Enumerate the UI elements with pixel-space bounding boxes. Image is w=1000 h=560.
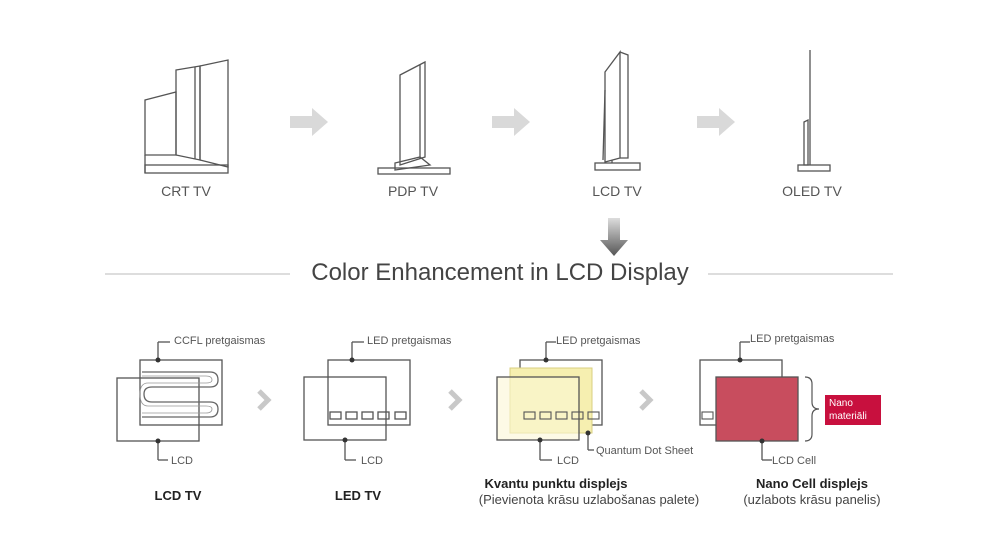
arrow-icon [290, 108, 735, 136]
panel-4-backlight-label: LED pretgaismas [750, 333, 835, 345]
nano-materials-badge: Nano materiāli [825, 395, 881, 425]
down-arrow-icon [600, 218, 628, 256]
brace-icon [804, 376, 820, 442]
panel-2-cell-label: LCD [361, 455, 384, 467]
panel-4-cell-label: LCD Cell [772, 455, 817, 467]
tv-label-lcd: LCD TV [592, 183, 642, 199]
panel-2-title: LED TV [334, 488, 382, 503]
panel-3-cell-label: LCD [557, 455, 580, 467]
panel-3-subtitle: (Pievienota krāsu uzlabošanas palete) [478, 492, 700, 507]
panel-3-title: Kvantu punktu displejs [484, 476, 628, 491]
lcd-tv-icon [594, 50, 641, 171]
panel-4-title: Nano Cell displejs [756, 476, 868, 491]
chevron-right-icon [257, 389, 654, 411]
section-title: Color Enhancement in LCD Display [311, 259, 689, 286]
panel-1-backlight-label: CCFL pretgaismas [174, 335, 266, 347]
ccfl-panel-diagram [116, 341, 223, 461]
oled-tv-icon [797, 50, 831, 172]
crt-tv-icon [144, 59, 229, 174]
quantum-dot-panel-diagram [496, 341, 603, 461]
tv-label-oled: OLED TV [782, 183, 842, 199]
panel-4-subtitle: (uzlabots krāsu panelis) [743, 492, 881, 507]
panel-2-backlight-label: LED pretgaismas [367, 335, 452, 347]
panel-3-backlight-label: LED pretgaismas [556, 335, 641, 347]
led-panel-diagram [303, 341, 411, 461]
panel-1-title: LCD TV [154, 488, 202, 503]
panel-1-cell-label: LCD [171, 455, 194, 467]
panel-3-quantum-dot-label: Quantum Dot Sheet [596, 445, 694, 457]
pdp-tv-icon [377, 60, 451, 175]
tv-label-crt: CRT TV [161, 183, 211, 199]
tv-label-pdp: PDP TV [387, 183, 439, 199]
nano-cell-panel-diagram [699, 341, 820, 461]
